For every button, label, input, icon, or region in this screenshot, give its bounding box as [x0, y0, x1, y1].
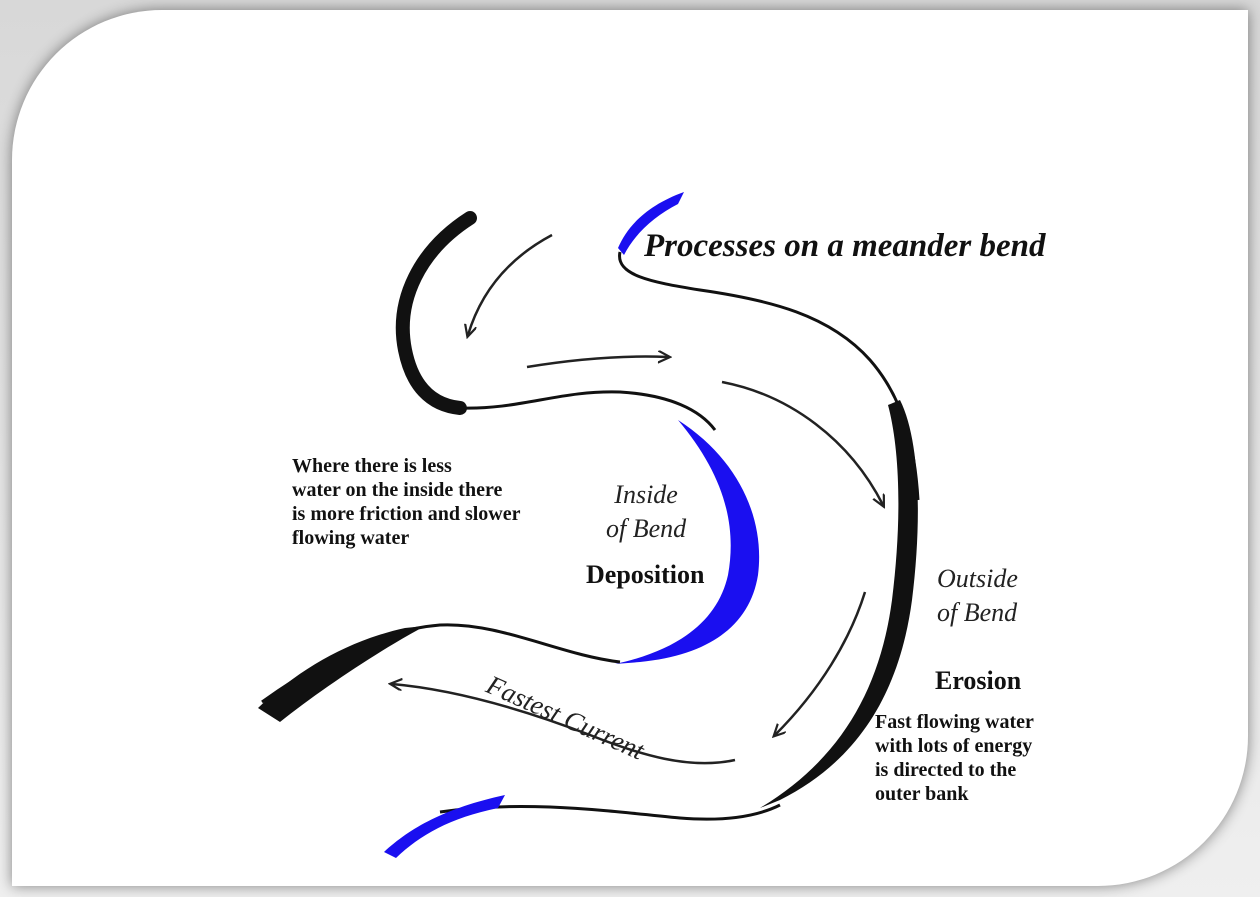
upper-left-bank [403, 218, 470, 408]
inside-note-line: water on the inside there [292, 478, 612, 502]
inside-of-bend-label: Inside of Bend [606, 478, 686, 546]
bottom-blue-bank [384, 795, 505, 858]
inside-label-line2: of Bend [606, 512, 686, 546]
inside-note-line: is more friction and slower [292, 502, 612, 526]
outside-label-line1: Outside [937, 562, 1018, 596]
inside-note-line: Where there is less [292, 454, 612, 478]
flow-arrow-1 [468, 235, 552, 335]
inside-label-line1: Inside [606, 478, 686, 512]
outside-note-line: outer bank [875, 782, 1075, 806]
flow-arrow-4 [775, 592, 865, 735]
outside-note-line: is directed to the [875, 758, 1075, 782]
inner-bank-line [460, 392, 715, 430]
deposition-label: Deposition [586, 560, 704, 590]
inside-bend-note: Where there is less water on the inside … [292, 454, 612, 550]
erosion-label: Erosion [935, 666, 1021, 696]
outside-note-line: with lots of energy [875, 734, 1075, 758]
outside-note-line: Fast flowing water [875, 710, 1075, 734]
flow-arrow-2 [527, 357, 668, 367]
outside-of-bend-label: Outside of Bend [937, 562, 1018, 630]
outside-label-line2: of Bend [937, 596, 1018, 630]
inside-note-line: flowing water [292, 526, 612, 550]
diagram-title: Processes on a meander bend [644, 228, 1045, 265]
outside-bend-note: Fast flowing water with lots of energy i… [875, 710, 1075, 806]
outer-bank-line [620, 252, 918, 500]
lower-left-bank-thick [258, 626, 425, 722]
flow-arrow-3 [722, 382, 883, 505]
